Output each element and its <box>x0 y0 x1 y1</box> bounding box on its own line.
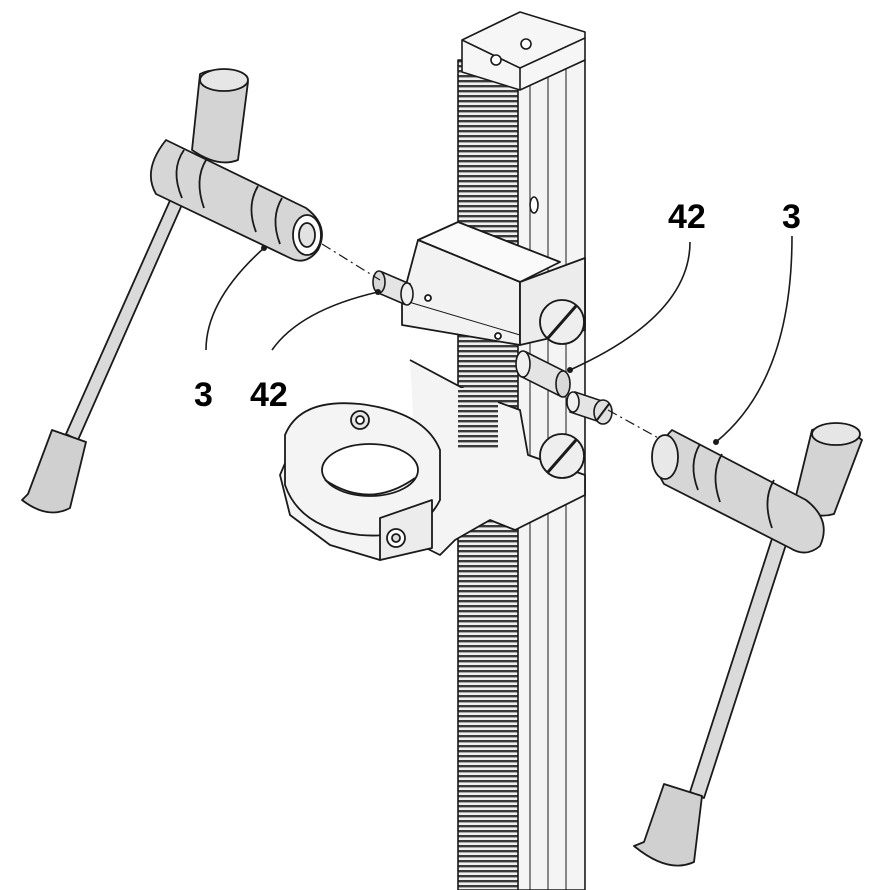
leader-left-handle <box>205 247 265 351</box>
leader-left-pin <box>271 291 379 351</box>
column-top-cap <box>461 11 586 91</box>
leader-lines <box>205 235 793 443</box>
axis-lines <box>321 243 663 441</box>
right-lever-rod <box>689 519 793 799</box>
right-handle-end <box>651 434 679 480</box>
callout-right-handle: 3 <box>782 198 801 236</box>
column-side-hole <box>529 196 539 214</box>
carriage <box>279 221 586 561</box>
right-axis-line <box>607 409 663 441</box>
callout-left-handle: 3 <box>194 376 213 414</box>
left-axis-line <box>321 243 381 281</box>
right-pin-group <box>515 350 613 425</box>
leader-dots <box>261 245 719 445</box>
right-lower-knob <box>633 783 703 867</box>
left-pin <box>372 270 414 306</box>
left-handle <box>21 68 323 514</box>
leader-right-handle <box>715 235 793 443</box>
cap-hole <box>520 38 532 50</box>
left-lever-rod <box>65 177 193 441</box>
callout-left-pin: 42 <box>250 376 288 414</box>
right-handle <box>633 422 863 867</box>
left-lower-knob <box>21 429 87 514</box>
clamp-bore <box>321 443 419 497</box>
callout-right-pin: 42 <box>668 198 706 236</box>
cap-hole <box>490 54 502 66</box>
leader-right-pin <box>569 241 691 371</box>
